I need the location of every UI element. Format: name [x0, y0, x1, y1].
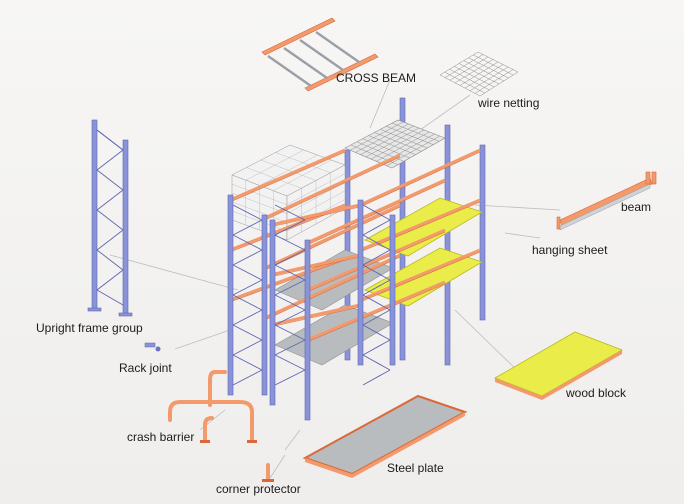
wood-block-part: [494, 331, 623, 400]
label-hanging-sheet: hanging sheet: [532, 243, 608, 257]
cross-beam-part: [261, 17, 379, 92]
crash-barrier-part: [168, 370, 257, 443]
steel-plate-part: [302, 394, 468, 478]
corner-protector-part: [262, 463, 274, 482]
label-crash-barrier: crash barrier: [127, 430, 195, 444]
label-upright-frame-group: Upright frame group: [36, 321, 143, 335]
label-corner-protector: corner protector: [216, 482, 301, 496]
wire-netting-part: [439, 51, 519, 97]
label-beam: beam: [621, 200, 652, 214]
label-rack-joint: Rack joint: [119, 361, 172, 375]
rack-assembly: [227, 97, 486, 421]
upright-frame-part: [87, 119, 133, 317]
beam-part: [556, 171, 657, 231]
label-wood-block: wood block: [566, 386, 627, 400]
leader-lines: [109, 79, 561, 479]
label-cross-beam: CROSS BEAM: [336, 71, 417, 85]
rack-joint-part: [144, 342, 161, 352]
label-wire-netting: wire netting: [478, 96, 540, 110]
label-steel-plate: Steel plate: [387, 461, 444, 475]
